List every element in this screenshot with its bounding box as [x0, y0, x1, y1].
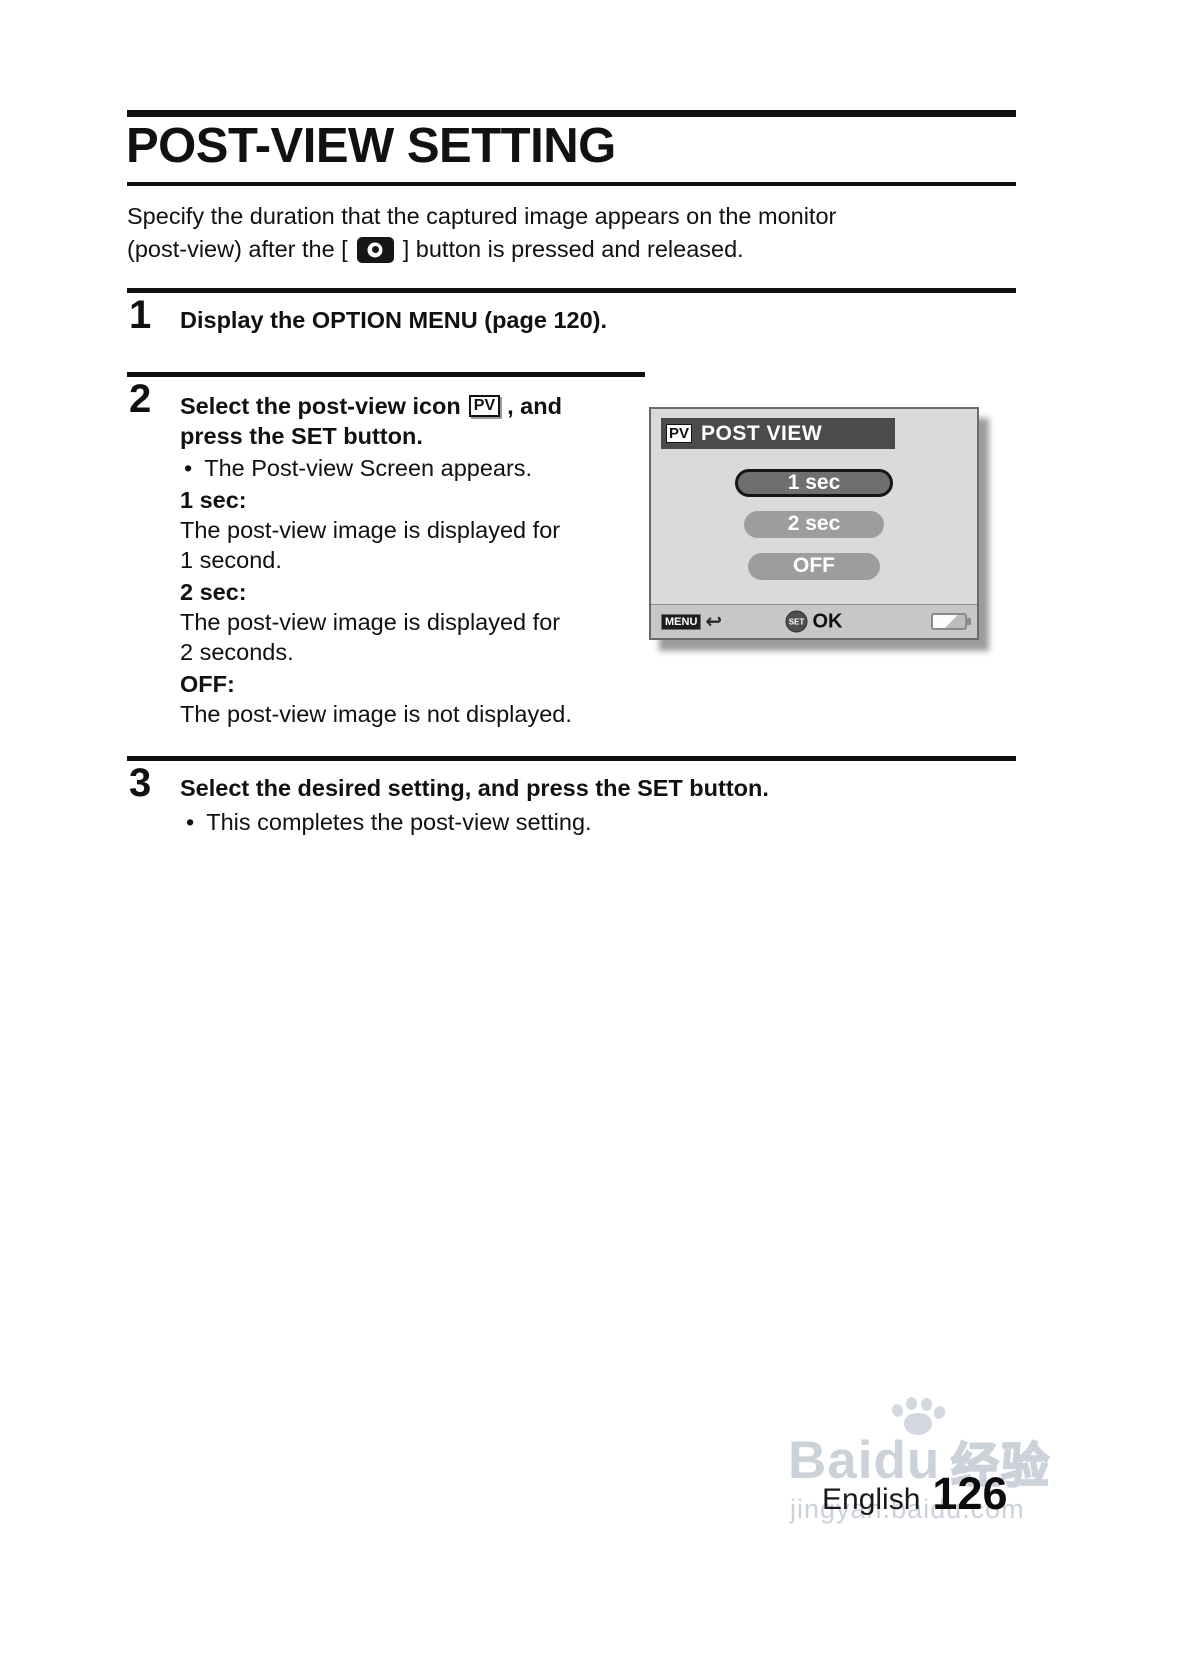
option-2sec-label: 2 sec: [180, 579, 247, 605]
paw-toe-icon [921, 1398, 932, 1411]
bullet-icon: • [186, 809, 195, 835]
camera-lens-dot-icon [371, 246, 379, 253]
postview-option-off: OFF [748, 553, 880, 580]
top-divider [127, 110, 1016, 117]
step3-bullet-text: This completes the post-view setting. [206, 809, 592, 835]
set-ok-group: SET OK [785, 610, 843, 633]
ok-label: OK [812, 610, 843, 632]
page-footer: English 126 [822, 1468, 1008, 1520]
set-button-icon: SET [785, 610, 808, 633]
paw-toe-icon [906, 1397, 917, 1410]
postview-option-2sec: 2 sec [744, 511, 884, 538]
camera-button-icon [356, 236, 394, 263]
step2-divider [127, 372, 645, 377]
return-arrow-icon: ↩ [705, 610, 723, 633]
step1-heading: Display the OPTION MENU (page 120). [180, 307, 608, 333]
watermark-chinese: 经验 [950, 1439, 1052, 1494]
menu-button-icon: MENU [661, 613, 702, 630]
option-2sec-desc-line2: 2 seconds. [180, 639, 294, 665]
battery-icon [931, 613, 971, 630]
postview-option-1sec: 1 sec [735, 469, 893, 497]
intro-line-2: (post-view) after the [ ] button is pres… [127, 234, 1017, 265]
step1-divider [127, 288, 1016, 293]
paw-toe-icon [890, 1402, 905, 1419]
step2-heading-pre: Select the post-view icon [180, 393, 461, 419]
step3-bullet: • This completes the post-view setting. [182, 809, 592, 836]
step2-bullet-text: The Post-view Screen appears. [204, 455, 533, 481]
camera-screen-title: POST VIEW [701, 421, 823, 445]
option-1sec-label: 1 sec: [180, 487, 247, 513]
option-1sec-desc-line1: The post-view image is displayed for [180, 517, 561, 543]
step2-heading-line-1: Select the post-view icon PV , and [180, 391, 658, 421]
step2-bullet: • The Post-view Screen appears. [180, 453, 658, 483]
paw-toe-icon [932, 1404, 947, 1421]
step2-heading-post: , and [507, 393, 562, 419]
footer-language: English [822, 1483, 921, 1516]
menu-back-group: MENU ↩ [661, 612, 722, 632]
intro-line-2-post: ] button is pressed and released. [402, 236, 744, 262]
pv-icon: PV [468, 395, 501, 417]
step3-heading: Select the desired setting, and press th… [180, 775, 769, 801]
camera-screen-footer: MENU ↩ SET OK [651, 604, 977, 638]
step3-number: 3 [129, 761, 152, 805]
step2-number: 2 [129, 377, 152, 421]
pv-badge-icon: PV [666, 424, 693, 443]
option-off-label: OFF: [180, 671, 235, 697]
step3-divider [127, 756, 1016, 761]
step1-number: 1 [129, 293, 152, 337]
footer-page-number: 126 [932, 1468, 1008, 1519]
camera-screen-illustration: PV POST VIEW 1 sec 2 sec OFF MENU ↩ SET … [649, 407, 979, 640]
step2-heading-line-2: press the SET button. [180, 423, 423, 449]
step2-body: Select the post-view icon PV , and press… [180, 391, 658, 729]
option-off-desc: The post-view image is not displayed. [180, 701, 572, 727]
paw-pad-icon [904, 1413, 932, 1435]
watermark-brand: Baidu [788, 1431, 941, 1490]
option-2sec-desc-line1: The post-view image is displayed for [180, 609, 561, 635]
option-1sec-desc-line2: 1 second. [180, 547, 282, 573]
intro-line-2-pre: (post-view) after the [ [127, 236, 348, 262]
camera-screen-header: PV POST VIEW [661, 418, 895, 449]
page-title: POST-VIEW SETTING [126, 119, 616, 173]
bullet-icon: • [184, 455, 193, 481]
title-divider [127, 182, 1016, 186]
paw-print-icon [886, 1396, 950, 1442]
baidu-watermark: Baidu 经验 jingyan.baidu.com [788, 1396, 1098, 1536]
camera-lens-icon [367, 242, 383, 257]
intro-line-1: Specify the duration that the captured i… [127, 203, 837, 229]
intro-paragraph: Specify the duration that the captured i… [127, 201, 1017, 265]
watermark-url: jingyan.baidu.com [790, 1494, 1025, 1524]
